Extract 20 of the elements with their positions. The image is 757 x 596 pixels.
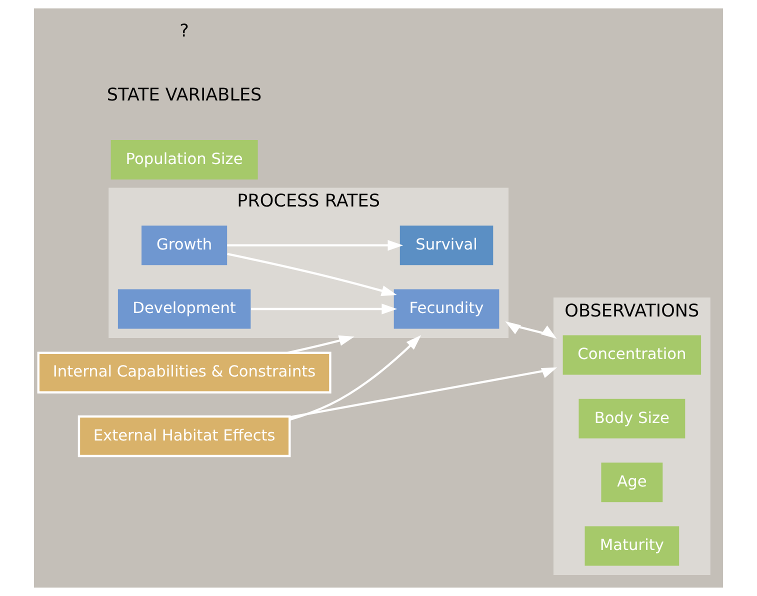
node-box: Concentration <box>562 335 702 375</box>
arrow <box>290 335 422 421</box>
label: ? <box>180 22 189 42</box>
arrow <box>227 240 404 251</box>
node-box: Population Size <box>110 140 258 180</box>
node-box: Development <box>118 289 251 329</box>
node-box: External Habitat Effects <box>78 415 291 458</box>
label: STATE VARIABLES <box>106 85 262 106</box>
node-box: Maturity <box>584 526 680 566</box>
node-box: Age <box>601 462 663 502</box>
node-box: Internal Capabilities & Constraints <box>37 352 332 394</box>
arrow <box>251 304 398 314</box>
arrow <box>290 367 558 418</box>
node-box: Fecundity <box>394 289 500 329</box>
arrow <box>227 252 397 296</box>
arrow <box>287 335 354 354</box>
node-box: Body Size <box>578 398 686 438</box>
node-box: Survival <box>400 226 494 266</box>
node-box: Growth <box>142 226 228 266</box>
arrow <box>505 321 557 339</box>
